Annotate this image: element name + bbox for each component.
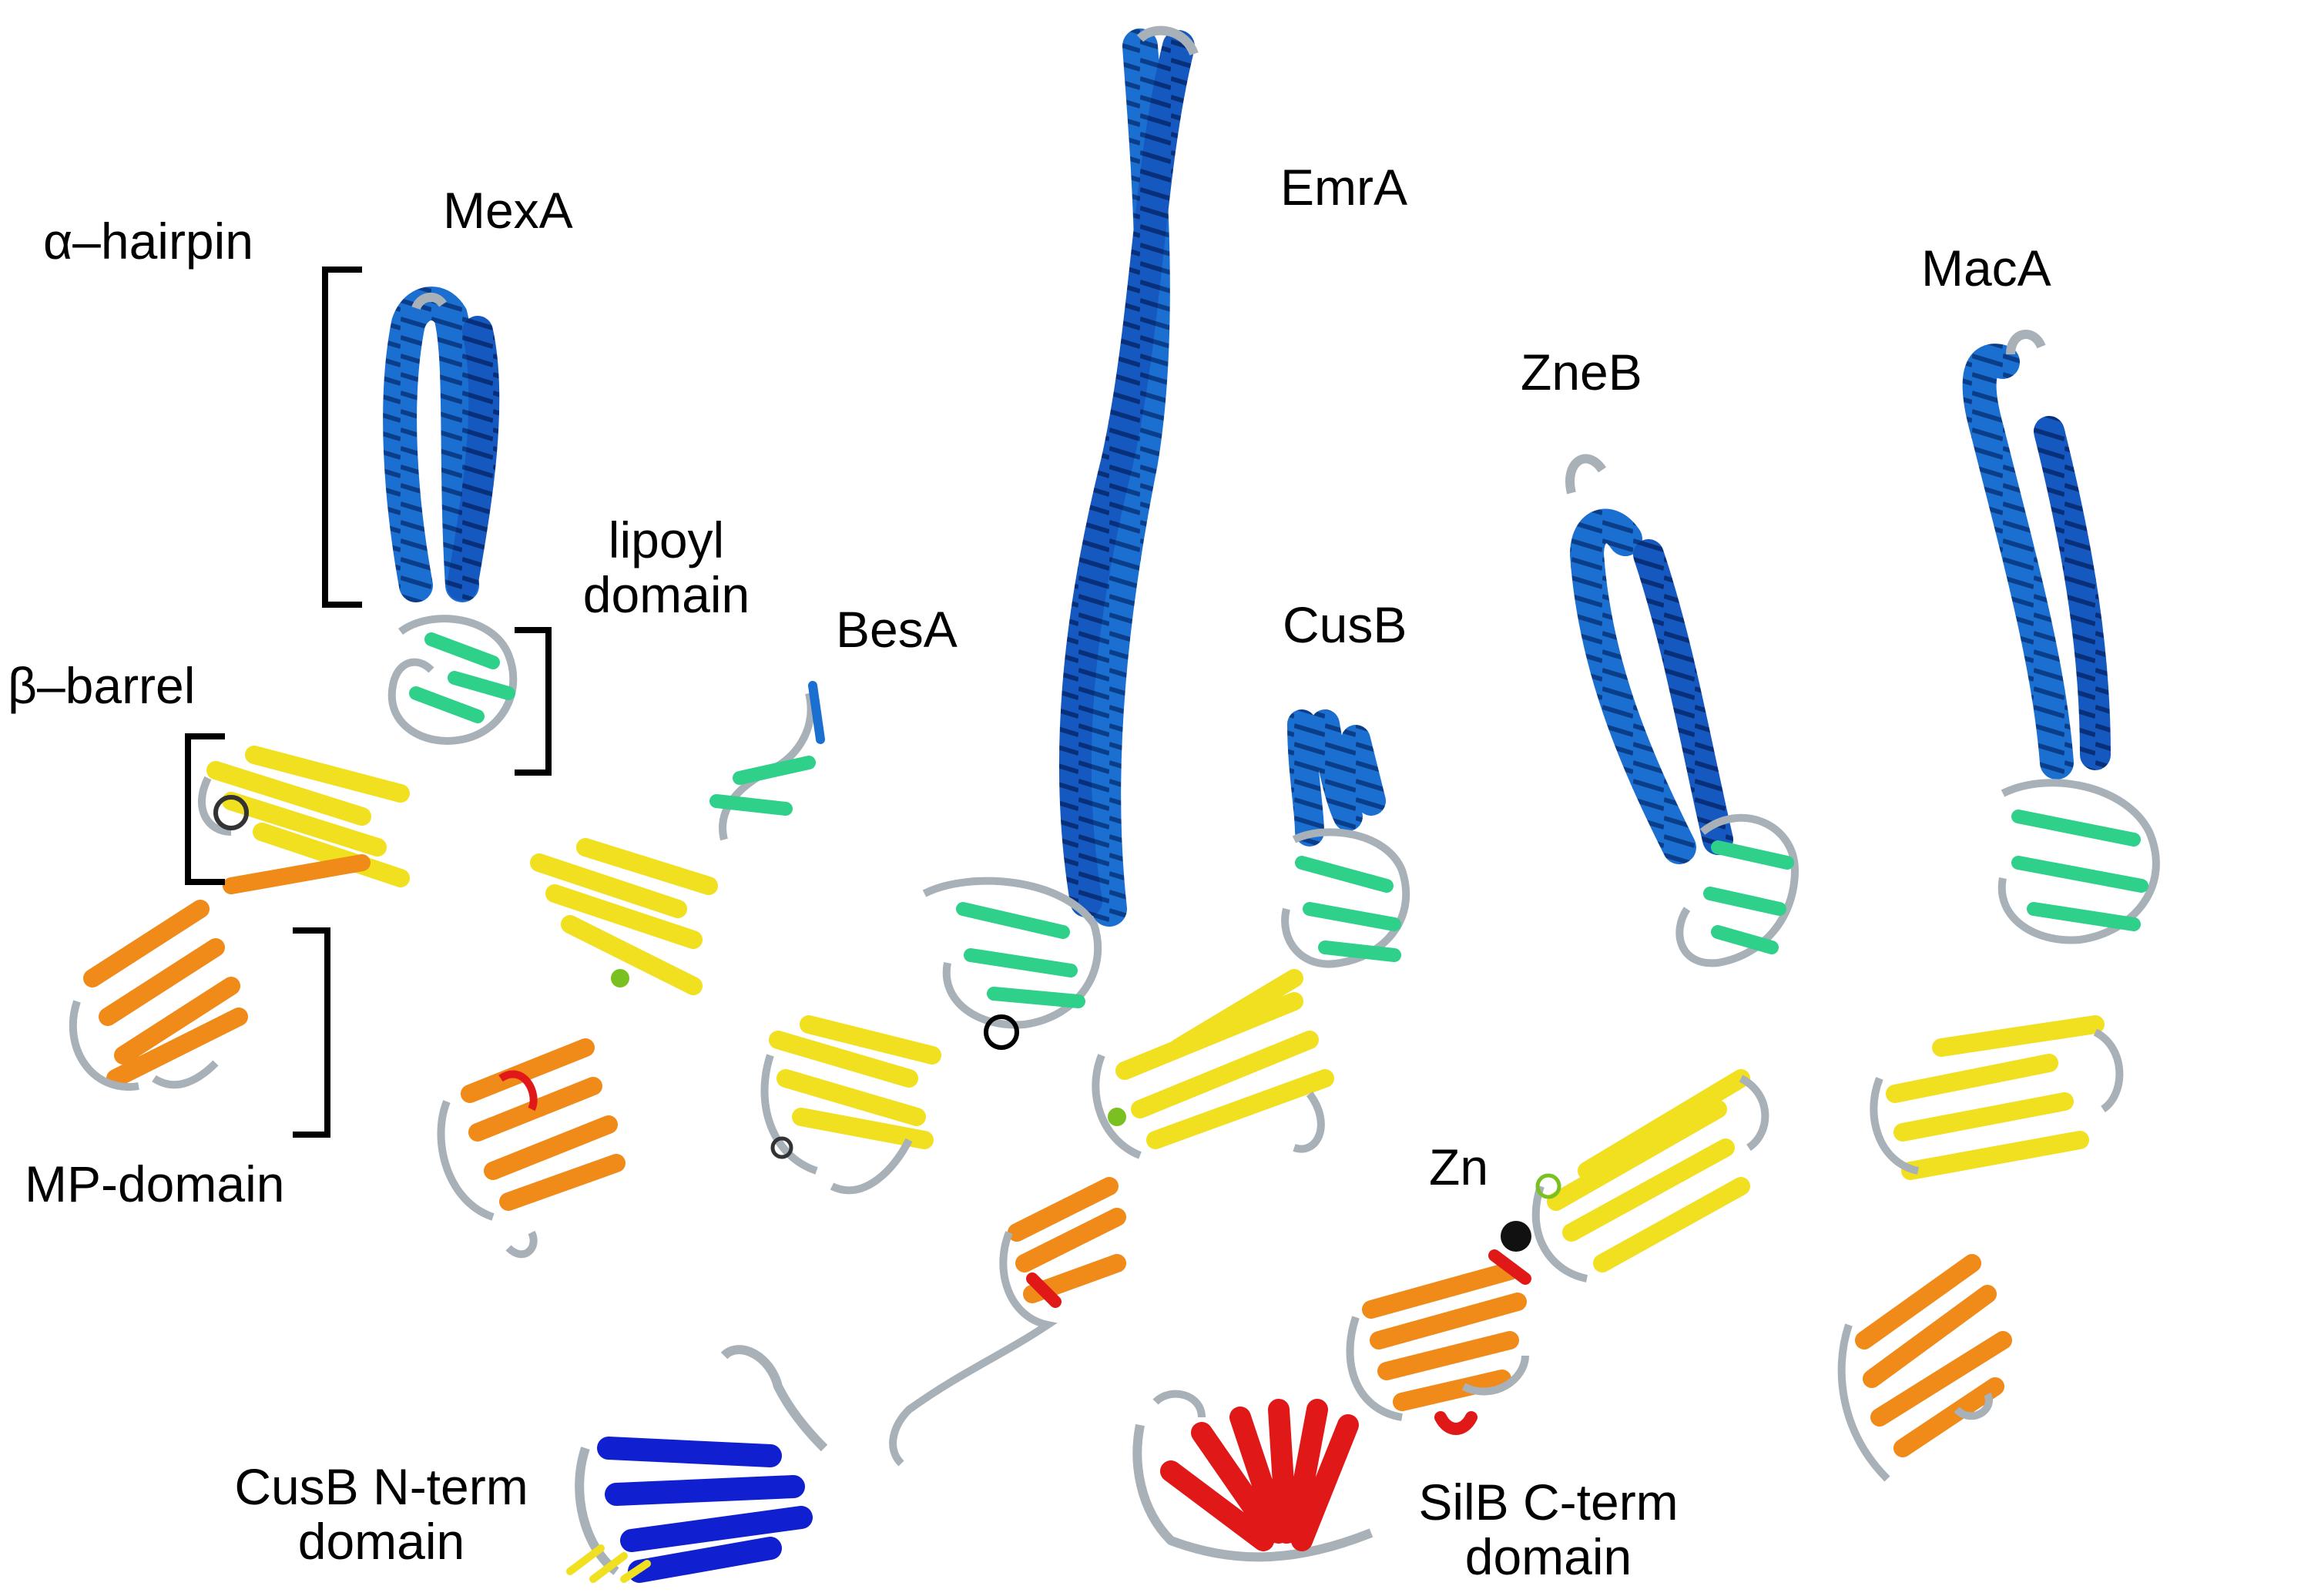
- label-silb-cterm-domain: SilB C-term domain: [1367, 1474, 1729, 1586]
- mexa-mp-domain: [69, 854, 371, 1091]
- mexa-structure: [69, 287, 518, 1091]
- label-maca: MacA: [1921, 240, 2051, 297]
- label-beta-barrel: β–barrel: [8, 657, 196, 714]
- mexa-alpha-hairpin: [383, 287, 500, 602]
- maca-structure: [1837, 330, 2160, 1482]
- bracket-lipoyl: [515, 627, 552, 776]
- bracket-beta-barrel: [185, 733, 225, 885]
- label-cusb: CusB: [1283, 596, 1407, 653]
- label-cusb-nterm-line2: domain: [297, 1513, 465, 1571]
- label-alpha-hairpin: α–hairpin: [43, 213, 253, 270]
- bracket-alpha-hairpin: [322, 267, 362, 608]
- mexa-lipoyl-domain: [387, 615, 518, 745]
- label-silb-cterm-line2: domain: [1464, 1528, 1632, 1586]
- cusb-structure: [889, 709, 1410, 1467]
- label-silb-cterm-line1: SilB C-term: [1418, 1474, 1679, 1531]
- besa-structure: [437, 681, 825, 1259]
- zneb-structure: [1346, 454, 1799, 1435]
- label-lipoyl-line2: domain: [582, 566, 750, 624]
- label-lipoyl-line1: lipoyl: [608, 511, 725, 568]
- mexa-beta-barrel: [197, 746, 410, 887]
- label-cusb-nterm-domain: CusB N-term domain: [196, 1458, 566, 1571]
- bracket-mp-domain: [293, 927, 330, 1138]
- silb-cterm-domain: [1132, 1390, 1374, 1562]
- label-besa: BesA: [836, 601, 958, 658]
- label-emra: EmrA: [1280, 159, 1407, 216]
- label-mp-domain: MP-domain: [25, 1155, 285, 1212]
- cusb-nterm-domain: [566, 1345, 828, 1583]
- label-cusb-nterm-line1: CusB N-term: [234, 1458, 528, 1515]
- emra-structure: [760, 25, 1199, 1195]
- label-mexa: MexA: [443, 182, 573, 239]
- label-zneb: ZneB: [1521, 344, 1642, 401]
- label-lipoyl-domain: lipoyl domain: [562, 511, 770, 624]
- label-zn: Zn: [1429, 1138, 1489, 1195]
